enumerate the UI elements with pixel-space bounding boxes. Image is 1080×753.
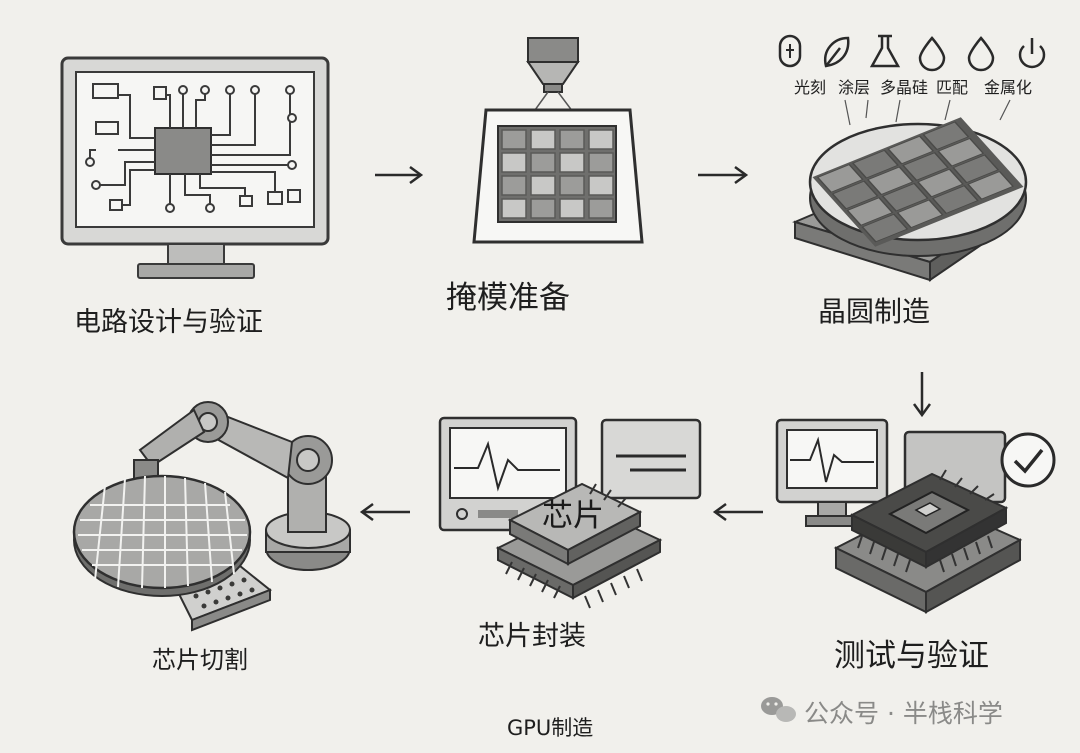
step-label-dicing: 芯片切割	[152, 646, 248, 674]
arrow-down-icon	[912, 372, 932, 418]
coating-leaf-icon	[823, 36, 850, 68]
polysilicon-flask-icon	[869, 34, 901, 68]
process-label-photolithography: 光刻	[794, 78, 827, 97]
step-label-circuit-design: 电路设计与验证	[74, 307, 263, 338]
arrow-left-icon	[712, 502, 763, 522]
step-label-mask-preparation: 掩模准备	[446, 280, 570, 316]
checkmark-icon	[1013, 448, 1044, 474]
diced-wafer-icon	[72, 474, 272, 632]
packaging-monitor-icon	[438, 416, 702, 532]
power-icon	[1018, 38, 1046, 69]
matching-drop-icon	[918, 36, 946, 72]
arrow-left-icon	[359, 502, 410, 522]
circuit-design-monitor-icon	[60, 56, 330, 279]
process-label-coating: 涂层	[838, 78, 871, 97]
process-icons	[778, 34, 1046, 72]
verified-chip-icon	[833, 432, 1056, 614]
watermark-text: 公众号 · 半栈科学	[804, 699, 1003, 728]
dicing-robot-icon	[133, 401, 351, 571]
step-label-test-verification: 测试与验证	[834, 638, 989, 674]
caption: GPU制造	[507, 716, 594, 740]
wechat-icon	[761, 697, 796, 722]
process-label-matching: 匹配	[936, 78, 969, 97]
process-label-metallization: 金属化	[984, 78, 1033, 97]
wafer-on-stage-icon	[792, 99, 1028, 282]
mask-projector-icon	[472, 37, 644, 244]
process-label-polysilicon: 多晶硅	[880, 78, 929, 97]
metallization-drop-icon	[967, 36, 995, 72]
arrow-right-icon	[375, 165, 424, 185]
chip-text: 芯片	[542, 498, 604, 534]
step-label-packaging: 芯片封装	[478, 621, 586, 652]
photolithography-icon	[778, 34, 802, 68]
step-label-wafer-fabrication: 晶圆制造	[818, 295, 931, 328]
arrow-right-icon	[698, 165, 749, 185]
packaged-chip-icon	[495, 482, 663, 609]
